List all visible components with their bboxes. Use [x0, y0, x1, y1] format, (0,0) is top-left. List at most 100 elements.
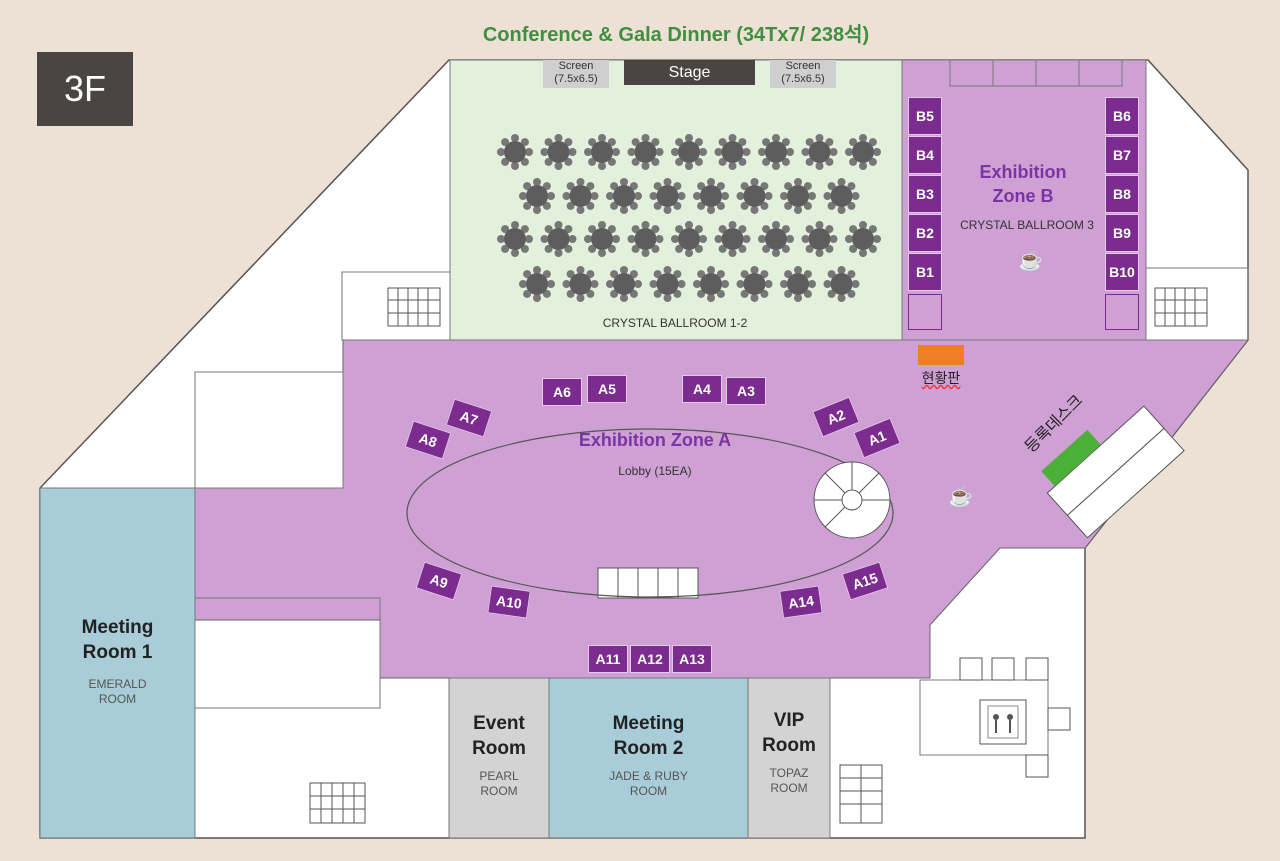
dinner-table — [649, 266, 686, 302]
vip-room-label: VIP Room TOPAZ ROOM — [748, 708, 830, 796]
dinner-table — [845, 221, 881, 257]
booth-empty — [908, 294, 942, 330]
zone-b-title: Exhibition Zone B — [950, 160, 1096, 208]
dinner-table — [823, 266, 860, 302]
dinner-table — [780, 178, 816, 214]
vip-room-area — [747, 677, 831, 839]
meeting-room-1-sub: EMERALD — [88, 677, 147, 691]
booth-b9[interactable]: B9 — [1105, 214, 1139, 252]
booth-empty — [1105, 294, 1139, 330]
dinner-table — [801, 134, 838, 170]
vip-room-sub: TOPAZ — [769, 766, 809, 780]
meeting-room-1-sub-2: ROOM — [98, 692, 137, 706]
floor-badge: 3F — [37, 52, 133, 126]
dinner-table — [823, 178, 860, 214]
dinner-table — [540, 221, 577, 257]
dinner-tables — [497, 134, 881, 302]
dinner-table — [606, 266, 642, 302]
dinner-table — [714, 134, 751, 170]
dinner-table — [584, 134, 620, 170]
booth-b1[interactable]: B1 — [908, 253, 942, 291]
dinner-table — [671, 134, 707, 170]
dinner-table — [758, 221, 794, 257]
dinner-table — [606, 178, 642, 214]
booth-a3[interactable]: A3 — [726, 377, 766, 405]
booth-a12[interactable]: A12 — [630, 645, 670, 673]
booth-a13[interactable]: A13 — [672, 645, 712, 673]
meeting-room-2-sub: JADE & RUBY — [609, 769, 688, 783]
meeting-room-1-name: Meeting — [81, 617, 154, 638]
dinner-table — [497, 221, 533, 257]
dinner-table — [627, 221, 664, 257]
zone-b-title-line2: Zone B — [992, 186, 1054, 206]
booth-b7[interactable]: B7 — [1105, 136, 1139, 174]
lobby-oval — [406, 428, 894, 598]
coffee-icon: ☕ — [1018, 250, 1043, 272]
status-board — [918, 345, 964, 365]
dinner-table — [693, 178, 729, 214]
vip-room-name-2: Room — [762, 735, 816, 756]
dinner-table — [519, 266, 555, 302]
dinner-table — [497, 134, 533, 170]
event-room-name: Event — [473, 713, 525, 734]
dinner-table — [649, 178, 686, 214]
dinner-table — [627, 134, 664, 170]
spiral-stairs-icon — [813, 461, 891, 539]
escalator — [1046, 405, 1185, 539]
dinner-table — [584, 221, 620, 257]
meeting-room-1-label: Meeting Room 1 EMERALD ROOM — [40, 615, 195, 707]
zone-a-subtitle: Lobby (15EA) — [618, 464, 692, 478]
status-board-label: 현황판 — [921, 370, 961, 386]
booth-a6[interactable]: A6 — [542, 378, 582, 406]
meeting-room-1-area — [39, 487, 196, 839]
event-room-name-2: Room — [472, 738, 526, 759]
vip-room-sub-2: ROOM — [770, 781, 808, 795]
zone-b-subtitle: CRYSTAL BALLROOM 3 — [960, 218, 1094, 232]
booth-b10[interactable]: B10 — [1105, 253, 1139, 291]
booth-a4[interactable]: A4 — [682, 375, 722, 403]
dinner-table — [758, 134, 794, 170]
dinner-table — [801, 221, 838, 257]
booth-b4[interactable]: B4 — [908, 136, 942, 174]
dinner-table — [562, 178, 599, 214]
event-room-sub-2: ROOM — [480, 784, 518, 798]
booth-a14[interactable]: A14 — [779, 585, 823, 619]
stairs-icon — [309, 287, 1208, 824]
elevator-icon — [959, 657, 1071, 778]
event-room-label: Event Room PEARL ROOM — [449, 711, 549, 799]
booth-a11[interactable]: A11 — [588, 645, 628, 673]
zone-b-title-line1: Exhibition — [979, 162, 1067, 182]
booth-b3[interactable]: B3 — [908, 175, 942, 213]
booth-a10[interactable]: A10 — [487, 585, 531, 619]
registration-desk — [1041, 429, 1101, 487]
coffee-icon: ☕ — [948, 486, 973, 508]
meeting-room-2-label: Meeting Room 2 JADE & RUBY ROOM — [549, 711, 748, 799]
screen-left: Screen (7.5x6.5) — [543, 60, 609, 88]
dinner-table — [736, 266, 773, 302]
dinner-table — [519, 178, 555, 214]
screen-right: Screen (7.5x6.5) — [770, 60, 836, 88]
dinner-table — [540, 134, 577, 170]
booth-b6[interactable]: B6 — [1105, 97, 1139, 135]
meeting-room-2-name-2: Room 2 — [613, 738, 684, 759]
ballroom-name: CRYSTAL BALLROOM 1-2 — [602, 316, 748, 330]
dinner-table — [562, 266, 599, 302]
dinner-table — [671, 221, 707, 257]
vip-room-name: VIP — [773, 710, 805, 731]
booth-b8[interactable]: B8 — [1105, 175, 1139, 213]
dinner-table — [845, 134, 881, 170]
event-room-sub: PEARL — [479, 769, 519, 783]
meeting-room-2-name: Meeting — [612, 713, 685, 734]
booth-b5[interactable]: B5 — [908, 97, 942, 135]
dinner-table — [780, 266, 816, 302]
zone-a-title: Exhibition Zone A — [578, 430, 732, 450]
dinner-table — [693, 266, 729, 302]
meeting-room-1-name-2: Room 1 — [82, 642, 153, 663]
event-room-area — [448, 677, 550, 839]
meeting-room-2-sub-2: ROOM — [629, 784, 668, 798]
booth-b2[interactable]: B2 — [908, 214, 942, 252]
dinner-table — [714, 221, 751, 257]
booth-a5[interactable]: A5 — [587, 375, 627, 403]
map-title: Conference & Gala Dinner (34Tx7/ 238석) — [482, 24, 870, 46]
